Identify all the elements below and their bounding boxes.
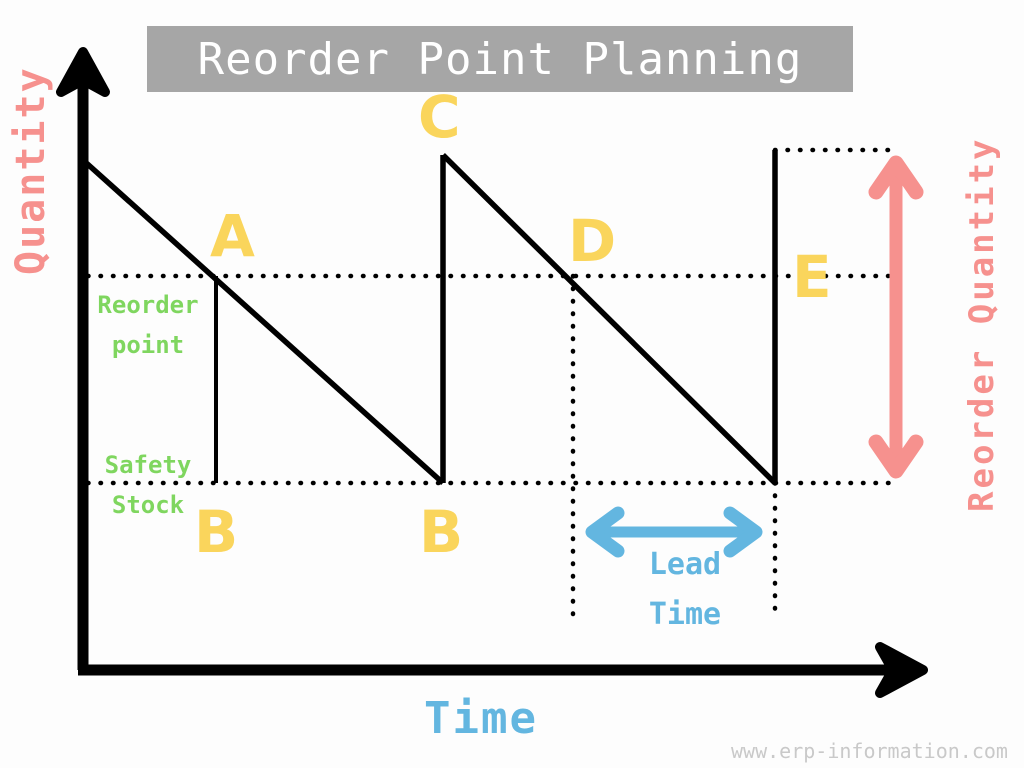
y-axis-label: Quantity	[8, 66, 54, 275]
reorder-point-text-line1: Reorder	[97, 291, 199, 319]
reorder-point-text-line2: point	[111, 331, 185, 359]
lead-time-arrow	[585, 506, 763, 558]
lead-time-text-line2: Time	[648, 597, 722, 632]
page-title: Reorder Point Planning	[197, 33, 803, 85]
lead-time-text-line1: Lead	[648, 547, 722, 582]
point-label-b2: B	[419, 498, 464, 566]
inventory-level-curve	[81, 150, 778, 486]
safety-stock-text: Safety Stock	[84, 445, 212, 525]
point-label-b1: B	[194, 498, 239, 566]
point-label-a: A	[210, 202, 255, 270]
x-axis-label: Time	[424, 693, 538, 744]
point-label-d: D	[568, 207, 617, 275]
title-banner: Reorder Point Planning	[147, 26, 853, 92]
point-label-e: E	[792, 243, 832, 311]
point-label-c: C	[418, 83, 461, 151]
x-axis	[78, 642, 928, 698]
reorder-point-text: Reorder point	[84, 285, 212, 365]
reorder-quantity-label: Reorder Quantity	[962, 136, 1002, 512]
reorder-quantity-arrow	[868, 155, 924, 479]
lead-time-text: Lead Time	[600, 540, 770, 640]
watermark: www.erp-information.com	[731, 739, 1008, 763]
y-axis	[56, 47, 110, 670]
safety-stock-text-line2: Stock	[111, 491, 185, 519]
safety-stock-text-line1: Safety	[104, 451, 192, 479]
